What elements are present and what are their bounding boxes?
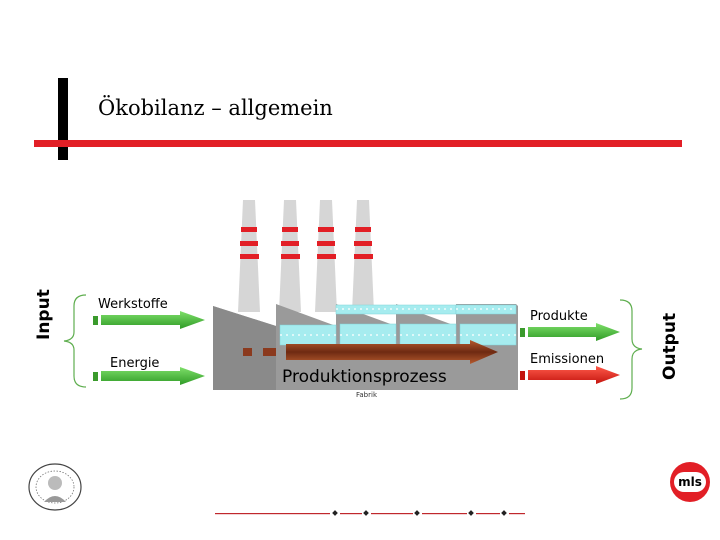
page-title: Ökobilanz – allgemein	[98, 96, 333, 120]
input-energie-label: Energie	[110, 356, 160, 371]
mls-logo-text: mls	[674, 472, 706, 492]
produkte-arrow	[520, 323, 620, 341]
chimney-3	[315, 200, 337, 312]
university-seal-logo	[26, 462, 84, 512]
chimneys	[238, 200, 374, 312]
title-accent-bar	[58, 78, 68, 160]
emissionen-arrow	[520, 366, 620, 384]
chimney-4	[352, 200, 374, 312]
output-produkte-label: Produkte	[530, 309, 588, 324]
input-brace	[63, 294, 87, 388]
chimney-1	[238, 200, 260, 312]
mls-logo: mls	[670, 462, 710, 502]
energie-arrow	[93, 367, 205, 385]
output-brace	[619, 299, 643, 400]
process-label: Produktionsprozess	[282, 367, 447, 387]
window-mullions	[280, 308, 516, 336]
process-arrow	[243, 340, 498, 364]
chimney-2	[279, 200, 301, 312]
input-werkstoffe-label: Werkstoffe	[98, 297, 168, 312]
output-emissionen-label: Emissionen	[530, 352, 605, 367]
werkstoffe-arrow	[93, 311, 205, 329]
title-underline	[34, 140, 682, 147]
factory-caption: Fabrik	[356, 391, 377, 399]
